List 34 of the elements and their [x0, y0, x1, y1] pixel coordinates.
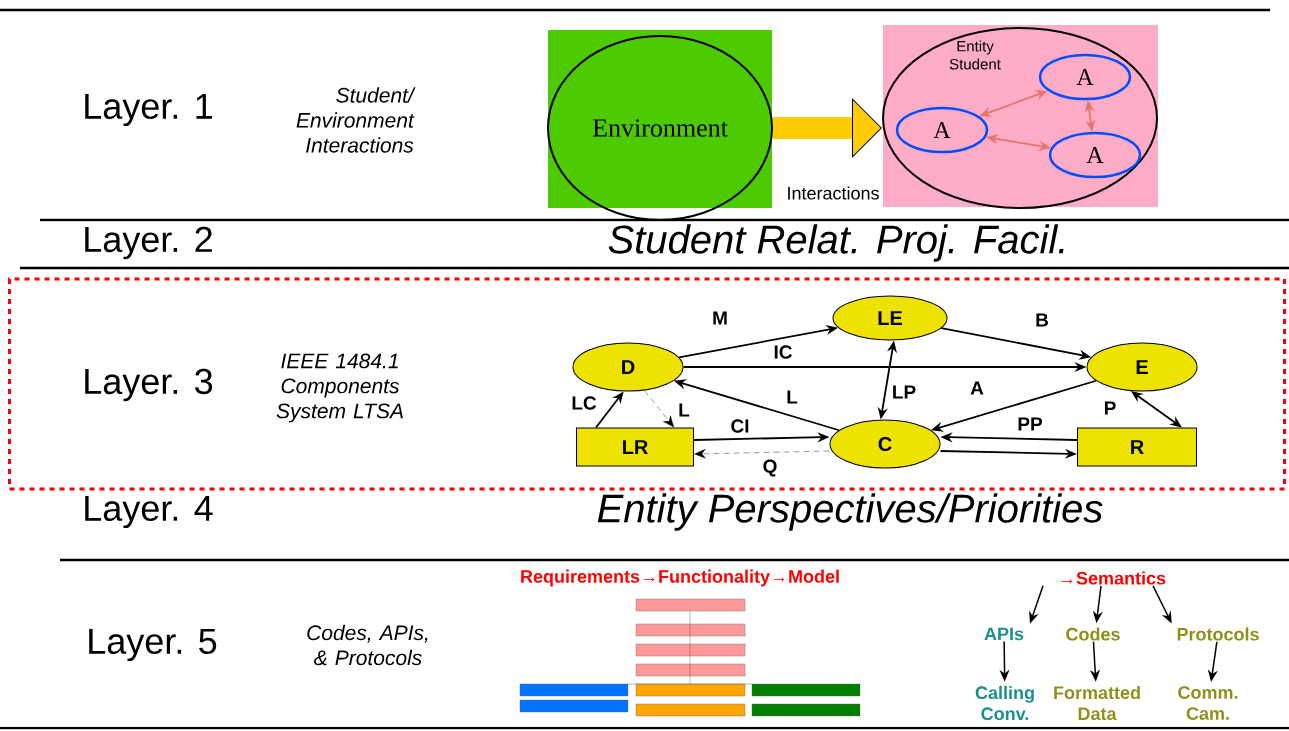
edge-label: LP — [890, 384, 918, 400]
layer-title: Layer. 2 — [85, 226, 212, 260]
component-box: LR — [576, 427, 694, 467]
layer-heading: Student Relat. Proj. Facil. — [608, 224, 1064, 262]
layer-description: Student/ Environment Interactions — [296, 87, 416, 153]
edge-label: B — [1034, 312, 1050, 328]
flow-term: APIs — [984, 627, 1024, 641]
edge-label: LC — [570, 395, 598, 411]
layer-title: Layer. 1 — [85, 93, 212, 127]
flow-term: Comm. Cam. — [1178, 686, 1238, 720]
layer-heading: Entity Perspectives/Priorities — [597, 493, 1103, 531]
flow-term: Protocols — [1177, 627, 1259, 641]
edge-label: Q — [761, 458, 779, 478]
flow-term: Calling Conv. — [975, 685, 1034, 721]
edge-label: CI — [729, 418, 751, 434]
flow-term: Formatted Data — [1054, 685, 1140, 721]
flow-term: Codes — [1066, 627, 1120, 641]
edge-label: IC — [772, 344, 794, 360]
flow-term: →Semantics — [1061, 571, 1166, 585]
layer-title: Layer. 4 — [85, 495, 213, 529]
layer-description: Codes, APIs, & Protocols — [307, 624, 428, 666]
edge-label: P — [1102, 400, 1118, 416]
flow-heading: Requirements→Functionality→Model — [521, 569, 839, 587]
arrow — [644, 390, 674, 428]
edge-label: PP — [1016, 416, 1044, 432]
edge-label: Interactions — [785, 185, 881, 201]
arrow — [694, 449, 830, 459]
component-box: R — [1077, 427, 1197, 467]
arrow — [773, 98, 882, 158]
layer-title: Layer. 5 — [89, 628, 217, 662]
edge-label: A — [969, 380, 985, 396]
edge-label: L — [785, 389, 799, 405]
edge-label: M — [711, 310, 729, 326]
edge-label: L — [677, 402, 691, 418]
